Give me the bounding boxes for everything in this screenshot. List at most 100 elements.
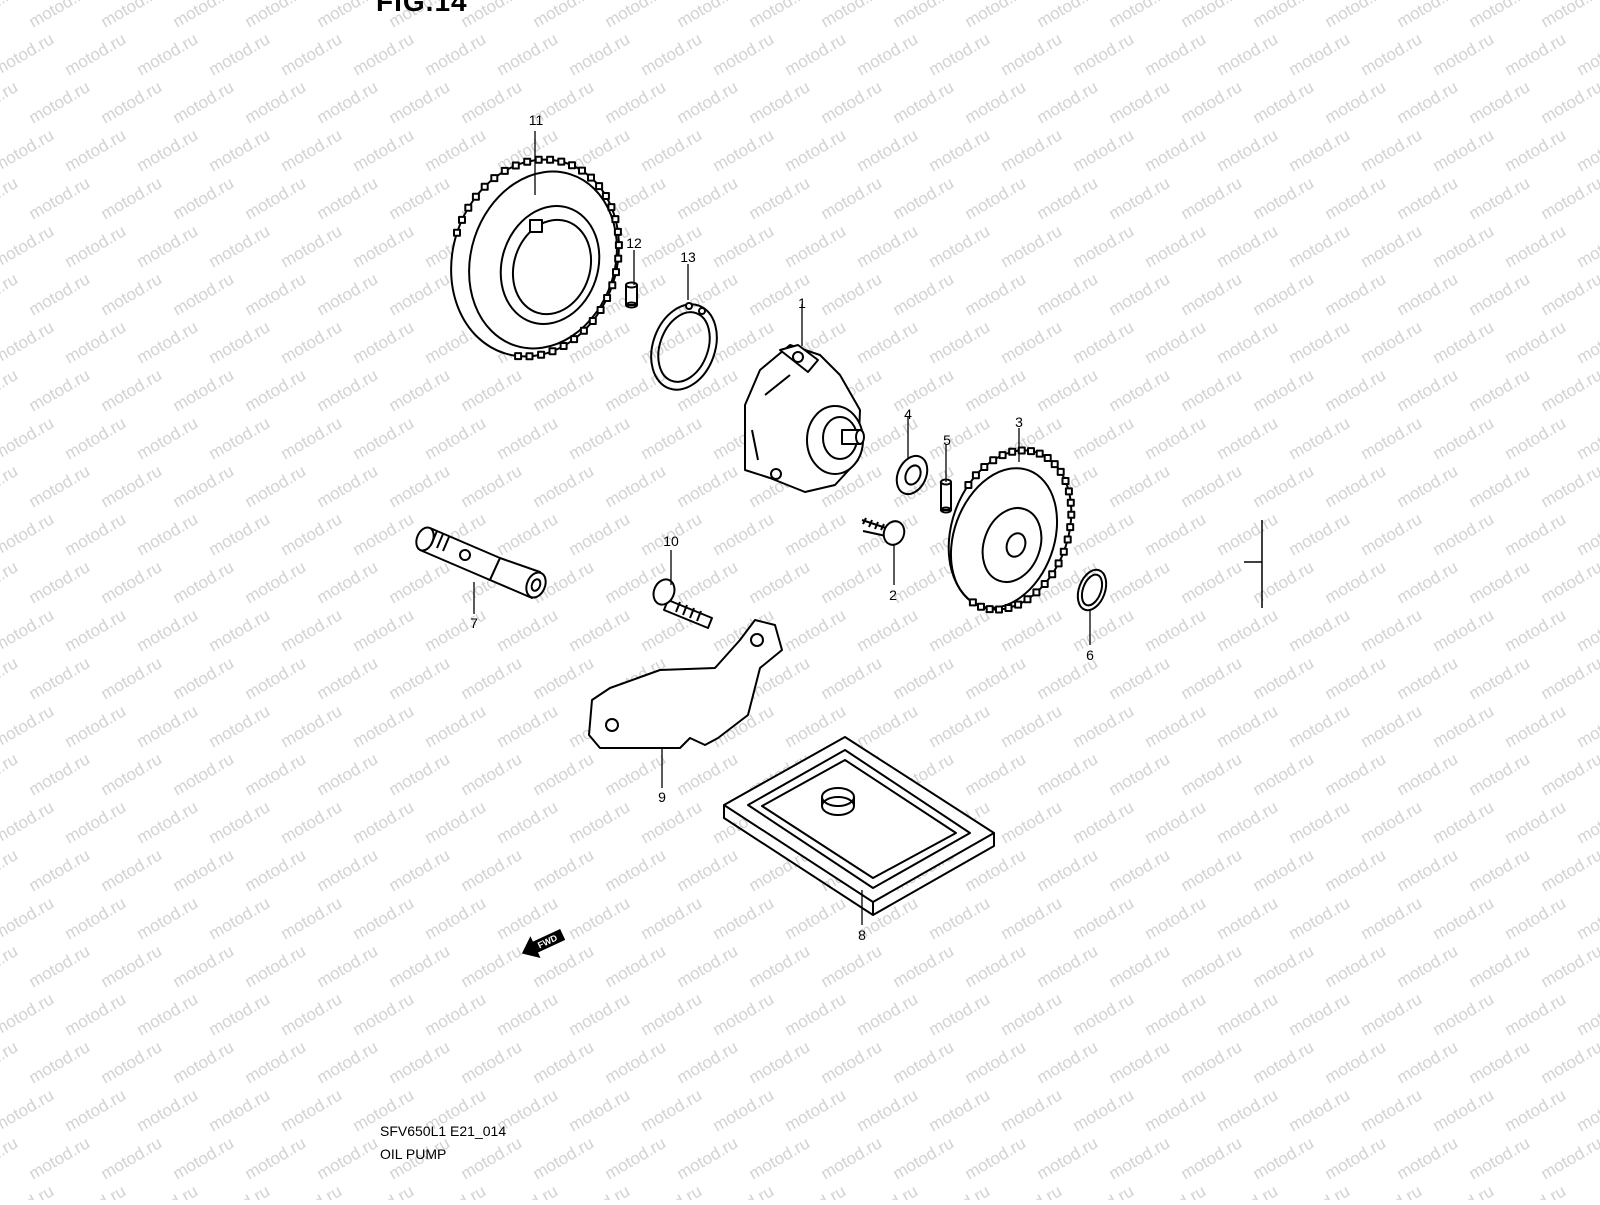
watermark-text: motod.ru (422, 413, 490, 463)
watermark-text: motod.ru (1502, 509, 1570, 559)
watermark-text: motod.ru (602, 1133, 670, 1183)
watermark-text: motod.ru (1502, 1085, 1570, 1135)
watermark-text: motod.ru (134, 605, 202, 655)
watermark-text: motod.ru (62, 1085, 130, 1135)
watermark-text: motod.ru (962, 365, 1030, 415)
watermark-text: motod.ru (134, 1181, 202, 1200)
gear-tooth (981, 464, 987, 470)
watermark-text: motod.ru (26, 269, 94, 319)
watermark-text: motod.ru (0, 173, 21, 223)
watermark-text: motod.ru (350, 1181, 418, 1200)
watermark-text: motod.ru (170, 653, 238, 703)
watermark-text: motod.ru (962, 77, 1030, 127)
watermark-text: motod.ru (890, 0, 958, 31)
watermark-text: motod.ru (170, 173, 238, 223)
watermark-text: motod.ru (1466, 173, 1534, 223)
watermark-text: motod.ru (998, 701, 1066, 751)
gear-tooth (581, 328, 587, 334)
oil-pump-body-icon (745, 345, 864, 492)
watermark-text: motod.ru (350, 797, 418, 847)
watermark-text: motod.ru (170, 941, 238, 991)
watermark-text: motod.ru (206, 1085, 274, 1135)
watermark-text: motod.ru (0, 269, 21, 319)
gear-tooth (482, 184, 488, 190)
callout-2: 2 (889, 587, 897, 603)
watermark-text: motod.ru (1142, 29, 1210, 79)
watermark-text: motod.ru (350, 605, 418, 655)
watermark-text: motod.ru (602, 845, 670, 895)
gear-tooth (615, 229, 621, 235)
watermark-text: motod.ru (242, 269, 310, 319)
watermark-text: motod.ru (350, 125, 418, 175)
watermark-text: motod.ru (1394, 1037, 1462, 1087)
watermark-text: motod.ru (62, 413, 130, 463)
callout-5: 5 (943, 432, 951, 448)
gear-tooth (1042, 581, 1048, 587)
gear-tooth (612, 216, 618, 222)
watermark-text: motod.ru (26, 0, 94, 31)
watermark-text: motod.ru (494, 989, 562, 1039)
watermark-text: motod.ru (1358, 413, 1426, 463)
watermark-text: motod.ru (566, 1085, 634, 1135)
watermark-text: motod.ru (674, 0, 742, 31)
watermark-text: motod.ru (1106, 269, 1174, 319)
watermark-text: motod.ru (170, 269, 238, 319)
watermark-text: motod.ru (62, 29, 130, 79)
watermark-text: motod.ru (854, 1085, 922, 1135)
watermark-text: motod.ru (1574, 317, 1600, 367)
watermark-text: motod.ru (1034, 173, 1102, 223)
watermark-text: motod.ru (1178, 0, 1246, 31)
watermark-text: motod.ru (0, 797, 57, 847)
watermark-text: motod.ru (1394, 845, 1462, 895)
watermark-text: motod.ru (1538, 173, 1600, 223)
watermark-text: motod.ru (1070, 1181, 1138, 1200)
watermark-text: motod.ru (386, 173, 454, 223)
watermark-text: motod.ru (566, 605, 634, 655)
watermark-text: motod.ru (1250, 845, 1318, 895)
watermark-text: motod.ru (1466, 77, 1534, 127)
watermark-text: motod.ru (782, 893, 850, 943)
watermark-text: motod.ru (1178, 749, 1246, 799)
watermark-text: motod.ru (926, 893, 994, 943)
watermark-text: motod.ru (170, 749, 238, 799)
watermark-text: motod.ru (1214, 1085, 1282, 1135)
watermark-text: motod.ru (386, 461, 454, 511)
gear-tooth (538, 352, 544, 358)
watermark-text: motod.ru (98, 1133, 166, 1183)
watermark-text: motod.ru (0, 701, 57, 751)
watermark-text: motod.ru (1322, 0, 1390, 31)
gear-tooth (970, 599, 976, 605)
watermark-text: motod.ru (1322, 557, 1390, 607)
watermark-text: motod.ru (1502, 29, 1570, 79)
gear-tooth (454, 230, 460, 236)
watermark-text: motod.ru (1430, 317, 1498, 367)
watermark-text: motod.ru (386, 1037, 454, 1087)
watermark-text: motod.ru (134, 413, 202, 463)
watermark-text: motod.ru (1322, 749, 1390, 799)
watermark-text: motod.ru (566, 413, 634, 463)
watermark-text: motod.ru (1142, 221, 1210, 271)
watermark-text: motod.ru (1502, 317, 1570, 367)
watermark-text: motod.ru (1322, 77, 1390, 127)
gear-tooth (616, 242, 622, 248)
watermark-text: motod.ru (998, 29, 1066, 79)
watermark-text: motod.ru (674, 365, 742, 415)
watermark-text: motod.ru (314, 749, 382, 799)
watermark-text: motod.ru (1466, 461, 1534, 511)
watermark-text: motod.ru (1502, 605, 1570, 655)
watermark-text: motod.ru (62, 797, 130, 847)
watermark-text: motod.ru (458, 1037, 526, 1087)
watermark-text: motod.ru (962, 653, 1030, 703)
watermark-text: motod.ru (98, 557, 166, 607)
watermark-text: motod.ru (242, 173, 310, 223)
gear-tooth (569, 162, 575, 168)
watermark-text: motod.ru (1070, 989, 1138, 1039)
watermark-text: motod.ru (1070, 893, 1138, 943)
watermark-text: motod.ru (278, 509, 346, 559)
watermark-text: motod.ru (962, 845, 1030, 895)
watermark-text: motod.ru (998, 797, 1066, 847)
watermark-text: motod.ru (1142, 509, 1210, 559)
watermark-text: motod.ru (1430, 509, 1498, 559)
watermark-text: motod.ru (1322, 653, 1390, 703)
watermark-text: motod.ru (1106, 365, 1174, 415)
